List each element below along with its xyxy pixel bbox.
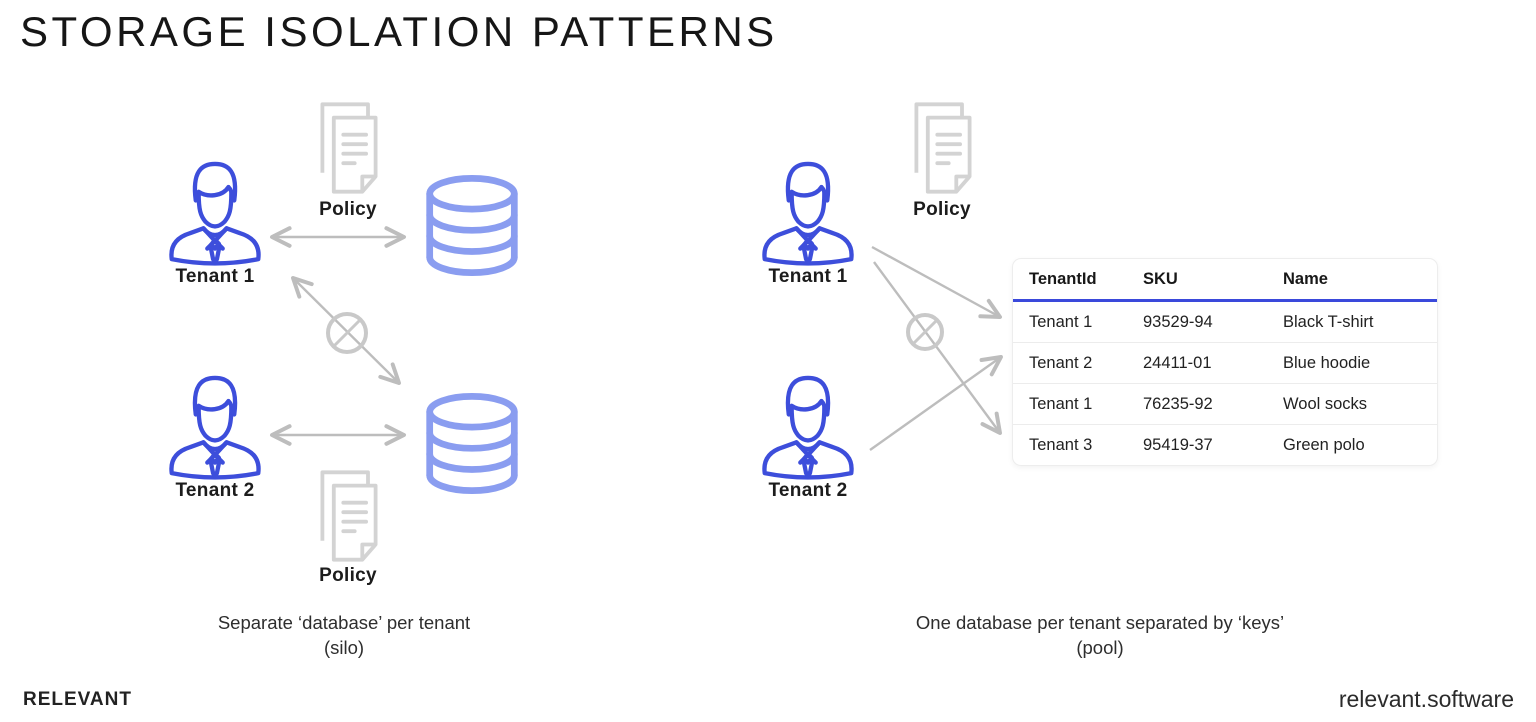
cell-name: Green polo [1283, 435, 1365, 454]
silo-policy-bottom-icon [311, 466, 387, 566]
table-header-sku: SKU [1143, 269, 1178, 288]
pool-caption-line1: One database per tenant separated by ‘ke… [915, 612, 1285, 633]
table-header-name: Name [1283, 269, 1328, 288]
cell-sku: 93529-94 [1143, 312, 1213, 331]
silo-database1-icon [422, 170, 522, 281]
table-row: Tenant 3 95419-37 Green polo [1013, 425, 1437, 465]
silo-policy-top-icon [311, 98, 387, 198]
cell-name: Wool socks [1283, 394, 1368, 413]
silo-caption-line2: (silo) [323, 637, 365, 658]
silo-tenant1-person-icon [165, 156, 265, 268]
pool-tenant1-label: Tenant 1 [768, 266, 848, 287]
silo-caption: Separate ‘database’ per tenant (silo) [64, 610, 624, 660]
arrow-silo-cross-denied [291, 276, 401, 385]
pool-tenant1-person-icon [758, 156, 858, 268]
table-row: Tenant 2 24411-01 Blue hoodie [1013, 343, 1437, 384]
cell-sku: 76235-92 [1143, 394, 1213, 413]
cell-tenantid: Tenant 1 [1029, 312, 1093, 331]
pool-tenant2-label: Tenant 2 [768, 480, 848, 501]
pool-caption: One database per tenant separated by ‘ke… [820, 610, 1380, 660]
pool-policy-label: Policy [913, 199, 971, 220]
page-title: STORAGE ISOLATION PATTERNS [20, 8, 778, 55]
prohibition-icon [906, 313, 944, 351]
table-row: Tenant 1 93529-94 Black T-shirt [1013, 302, 1437, 343]
cell-name: Blue hoodie [1283, 353, 1371, 372]
footer-website: relevant.software [1338, 686, 1514, 712]
cell-tenantid: Tenant 2 [1029, 353, 1093, 372]
table-header-tenantid: TenantId [1029, 269, 1097, 288]
arrow-pool-tenant2-row2 [869, 355, 1003, 451]
silo-tenant1-label: Tenant 1 [175, 266, 255, 287]
pool-policy-icon [905, 98, 981, 198]
silo-tenant2-person-icon [165, 370, 265, 482]
silo-caption-line1: Separate ‘database’ per tenant [217, 612, 471, 633]
silo-database2-icon [422, 388, 522, 499]
pool-shared-table: TenantId SKU Name Tenant 1 93529-94 Blac… [1012, 258, 1438, 466]
arrow-pool-tenant1-row4-denied [873, 261, 1002, 435]
silo-tenant2-label: Tenant 2 [175, 480, 255, 501]
arrow-pool-tenant1-row1 [871, 245, 1002, 319]
pool-tenant2-person-icon [758, 370, 858, 482]
cell-name: Black T-shirt [1283, 312, 1374, 331]
prohibition-icon [326, 312, 368, 354]
table-row: Tenant 1 76235-92 Wool socks [1013, 384, 1437, 425]
table-header-row: TenantId SKU Name [1013, 259, 1437, 302]
cell-tenantid: Tenant 3 [1029, 435, 1093, 454]
cell-sku: 24411-01 [1143, 353, 1212, 372]
cell-tenantid: Tenant 1 [1029, 394, 1093, 413]
cell-sku: 95419-37 [1143, 435, 1213, 454]
silo-policy-bottom-label: Policy [319, 565, 377, 586]
silo-policy-top-label: Policy [319, 199, 377, 220]
relevant-logo: RELEVANT [23, 689, 132, 710]
pool-caption-line2: (pool) [1076, 637, 1124, 658]
